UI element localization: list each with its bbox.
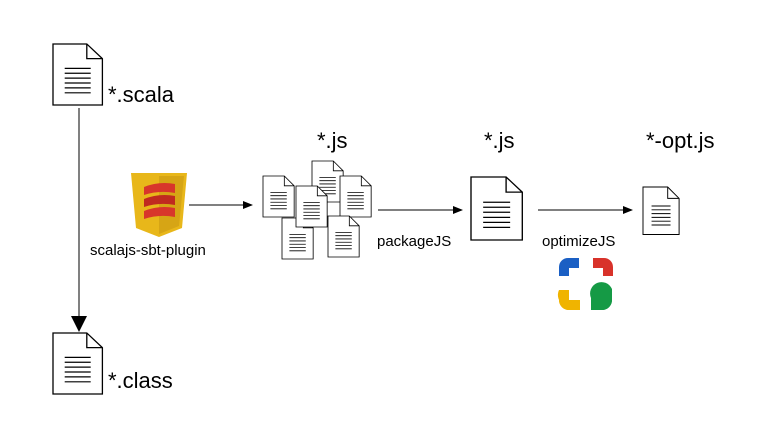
opt-js-document-icon	[642, 186, 680, 235]
plugin-label: scalajs-sbt-plugin	[90, 242, 206, 259]
js-document-icon	[339, 175, 372, 218]
compile-arrowhead	[71, 316, 87, 332]
js-files-cluster	[262, 160, 372, 260]
scala-shield-logo	[131, 173, 187, 237]
js-document-icon	[262, 175, 295, 218]
js-document-icon	[295, 185, 328, 228]
scala-files-label: *.scala	[108, 82, 175, 107]
packaged-js-document-icon	[470, 176, 523, 241]
packaged-js-label: *.js	[484, 128, 515, 153]
closure-compiler-logo	[557, 258, 613, 310]
opt-js-label: *-opt.js	[646, 128, 715, 153]
package-step-label: packageJS	[377, 233, 452, 250]
scala-document-icon	[52, 43, 104, 106]
class-files-label: *.class	[108, 368, 173, 393]
js-files-label: *.js	[317, 128, 348, 153]
js-document-icon	[327, 215, 360, 258]
optimize-step-label: optimizeJS	[542, 233, 616, 250]
class-document-icon	[52, 332, 104, 395]
